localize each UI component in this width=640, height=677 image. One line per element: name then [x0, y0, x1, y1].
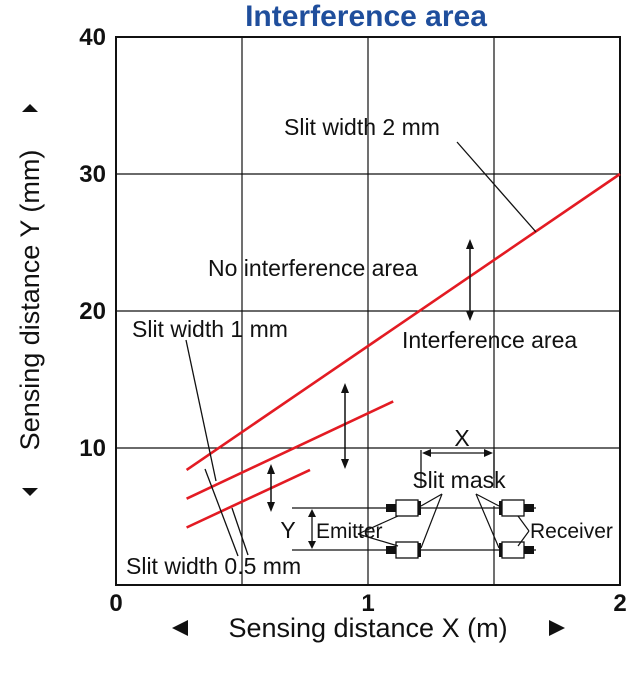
y-axis-label: Sensing distance Y (mm) [15, 104, 45, 496]
leader-lines [185, 141, 537, 557]
leader-05mm [231, 507, 249, 556]
x-tick-label-2: 2 [613, 590, 626, 617]
grid [116, 37, 620, 585]
y-tick-labels: 10 20 30 40 [79, 24, 106, 462]
x-tick-label-1: 1 [361, 590, 374, 617]
no-interference-label: No interference area [208, 255, 418, 281]
leader-1mm [185, 339, 217, 482]
y-axis-title: Sensing distance Y (mm) [15, 150, 45, 451]
inset-y-label: Y [280, 517, 295, 543]
y-arrow-down-icon [22, 488, 38, 496]
x-axis-label: Sensing distance X (m) [172, 613, 565, 643]
receiver-top-icon [501, 499, 525, 517]
y-tick-label-30: 30 [79, 161, 106, 188]
double-arrows [267, 239, 474, 512]
receiver-bottom-icon [501, 541, 525, 559]
series-line-2 [186, 468, 311, 529]
slit-mask-label: Slit mask [412, 467, 506, 493]
emitter-bottom-icon [395, 541, 419, 559]
y-tick-label-10: 10 [79, 435, 106, 462]
leader-2mm [456, 141, 537, 233]
x-axis-title: Sensing distance X (m) [228, 613, 507, 643]
y-tick-label-40: 40 [79, 24, 106, 51]
inset-x-label: X [454, 425, 469, 451]
leader-05mm-b [204, 468, 239, 557]
chart-title: Interference area [245, 0, 487, 33]
series-label-05mm: Slit width 0.5 mm [126, 553, 301, 579]
y-tick-label-20: 20 [79, 298, 106, 325]
x-arrow-left-icon [172, 620, 188, 636]
x-tick-labels: 0 1 2 [109, 590, 626, 617]
series-label-1mm: Slit width 1 mm [132, 316, 288, 342]
series-line-1 [186, 400, 394, 500]
series-label-2mm: Slit width 2 mm [284, 114, 440, 140]
inset-diagram: X Slit mask [280, 425, 613, 559]
plot-frame [115, 36, 621, 586]
emitter-top-icon [395, 499, 419, 517]
y-arrow-up-icon [22, 104, 38, 112]
series-line-0 [185, 172, 621, 471]
x-tick-label-0: 0 [109, 590, 122, 617]
interference-label: Interference area [402, 327, 577, 353]
receiver-label: Receiver [530, 520, 613, 543]
emitter-label: Emitter [316, 520, 383, 543]
series-lines [185, 172, 621, 529]
x-arrow-right-icon [549, 620, 565, 636]
